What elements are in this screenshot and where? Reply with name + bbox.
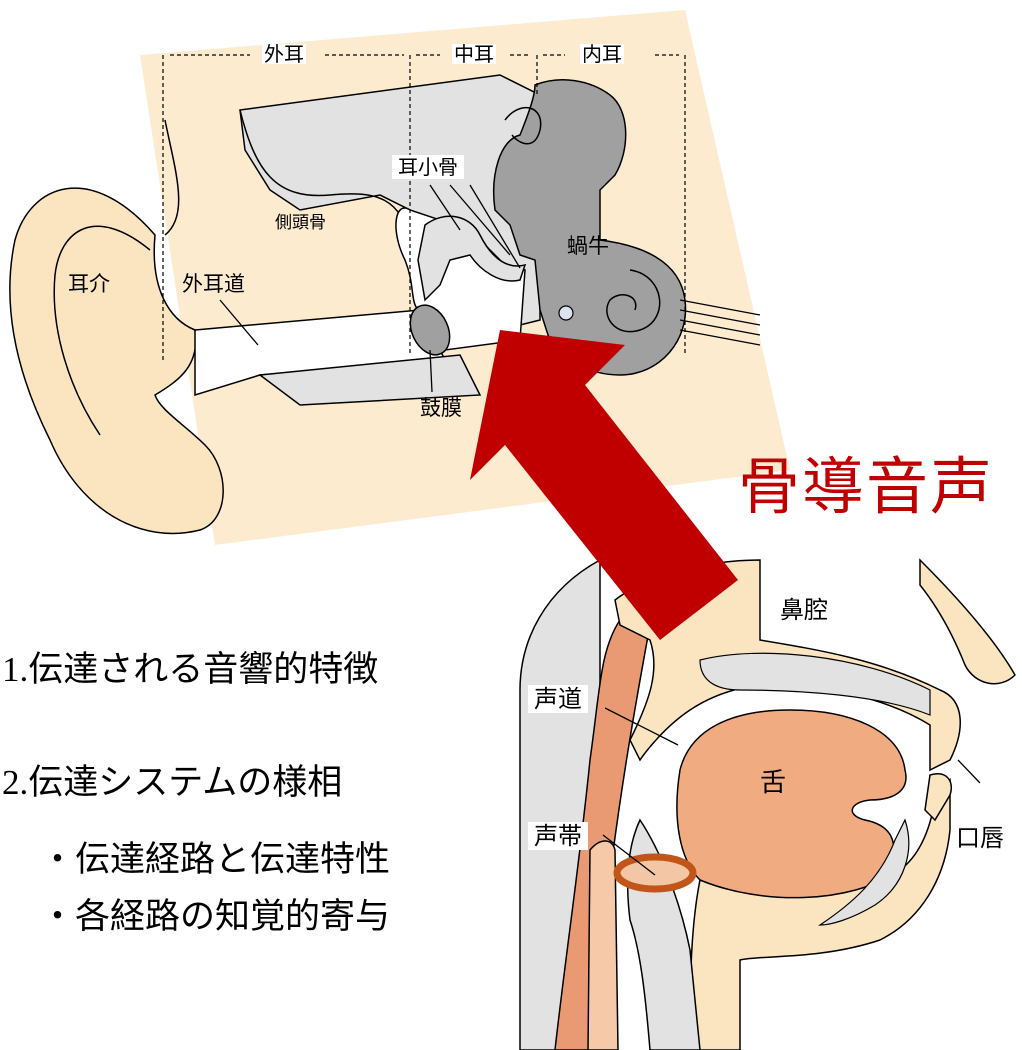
vocal-cords-label: 声帯: [528, 822, 588, 850]
list-subitem-2: ・各経路の知覚的寄与: [40, 897, 391, 937]
auricle-shape: [9, 187, 224, 535]
vocal-pointer-lines: [602, 707, 981, 876]
cochlea-label: 蝸牛: [567, 234, 609, 258]
skull-outline: [164, 109, 411, 241]
eardrum-label: 鼓膜: [420, 396, 462, 420]
bone-conduction-arrow: [470, 330, 738, 640]
canal-floor-bone: [258, 354, 482, 406]
tongue-label: 舌: [760, 768, 787, 798]
list-subitem-1: ・伝達経路と伝達特性: [40, 840, 391, 880]
nasal-cavity-label: 鼻腔: [780, 596, 828, 624]
lips-label: 口唇: [956, 824, 1004, 852]
ear-canal-label: 外耳道: [182, 272, 245, 296]
mandible-bone: [818, 818, 910, 926]
ear-pointer-lines: [219, 184, 521, 393]
vocal-cords-ring: [613, 853, 697, 893]
middle-ear-label: 中耳: [452, 42, 496, 66]
eardrum-shape: [409, 304, 451, 356]
cochlea-shape: [493, 79, 687, 376]
hard-palate-bone: [699, 652, 931, 716]
nose-shape: [919, 558, 1016, 685]
tongue-shape: [676, 709, 907, 907]
auricle-label: 耳介: [68, 272, 110, 296]
ossicles-shape: [417, 215, 527, 302]
auricle-inner-fold: [53, 225, 151, 436]
ossicles-label: 耳小骨: [392, 155, 464, 179]
region-dividers: [162, 54, 686, 360]
list-item-2-number: 2.: [2, 763, 29, 802]
semicircular-canal-loop: [504, 106, 542, 145]
list-item-1: 1.伝達される音響的特徴: [2, 652, 378, 688]
temporal-bone-label: 側頭骨: [275, 213, 326, 233]
auditory-nerve: [679, 299, 761, 346]
round-window: [558, 305, 574, 321]
list-item-1-number: 1.: [2, 650, 29, 689]
ear-diagram: [9, 10, 790, 545]
list-item-2-text: 伝達システムの様相: [28, 763, 343, 803]
inner-ear-label: 内耳: [580, 42, 624, 66]
list-item-2: 2.伝達システムの様相: [2, 765, 342, 801]
vocal-tract-label: 声道: [528, 685, 588, 713]
headline-title: 骨導音声: [738, 450, 995, 523]
lower-lip-shape: [924, 773, 952, 822]
list-item-1-text: 伝達される音響的特徴: [28, 650, 379, 690]
outer-ear-label: 外耳: [262, 42, 306, 66]
trachea-shape: [587, 840, 619, 1050]
vocal-tract-diagram: [519, 558, 1016, 1050]
cochlea-spiral: [606, 269, 661, 333]
